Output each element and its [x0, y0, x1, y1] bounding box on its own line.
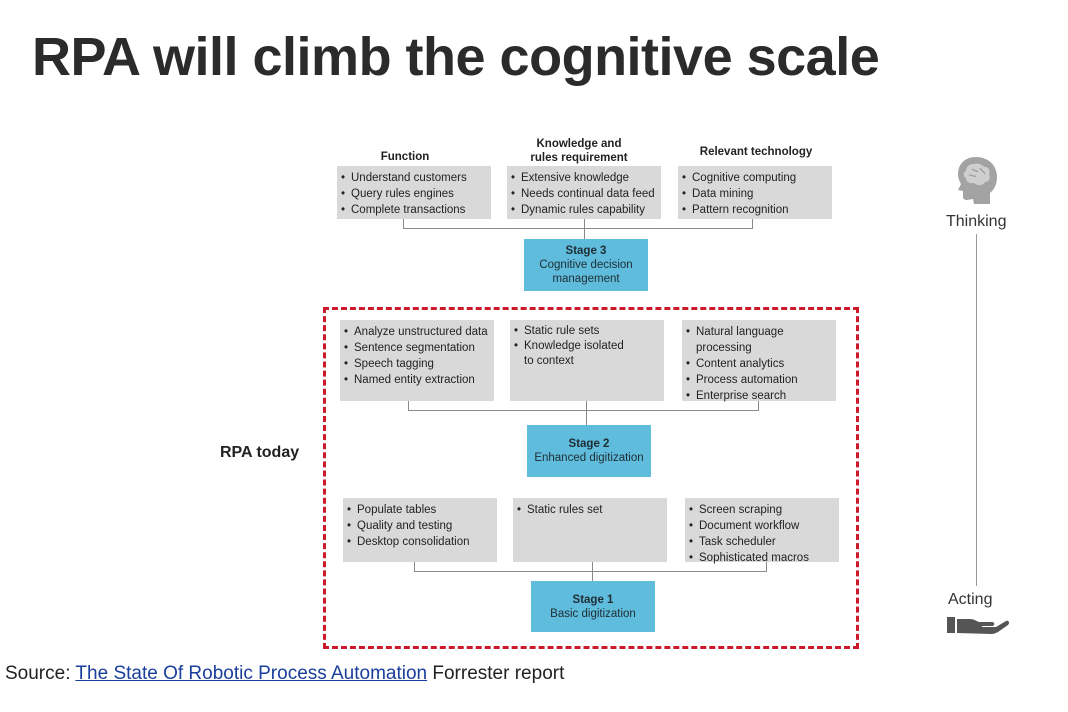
stage1-subtitle: Basic digitization [550, 607, 636, 620]
list-item-line: processing [696, 342, 752, 354]
stage2-title: Stage 2 [568, 438, 610, 450]
rpa-today-region [323, 307, 859, 649]
list-item: Needs continual data feed [511, 186, 657, 202]
stage2-subtitle: Enhanced digitization [534, 452, 644, 464]
stage1-function-box: Populate tables Quality and testing Desk… [343, 498, 497, 562]
connector-line [584, 219, 585, 239]
list-item: Analyze unstructured data [344, 324, 490, 340]
list-item-line: to context [524, 355, 574, 367]
stage2-function-box: Analyze unstructured data Sentence segme… [340, 320, 494, 401]
scale-line [976, 234, 977, 586]
thinking-label: Thinking [946, 213, 1007, 230]
list-item: Desktop consolidation [347, 534, 493, 550]
stage1-box: Stage 1 Basic digitization [531, 581, 655, 632]
list-item: Knowledge isolated to context [514, 339, 660, 369]
source-report-link[interactable]: The State Of Robotic Process Automation [75, 663, 428, 684]
column-header-knowledge-line1: Knowledge and [536, 138, 622, 150]
list-item: Sentence segmentation [344, 340, 490, 356]
stage3-subtitle-line1: Cognitive decision [539, 259, 633, 271]
column-header-function: Function [380, 151, 430, 163]
list-item: Screen scraping [689, 502, 835, 518]
head-brain-icon [950, 153, 1002, 205]
connector-line [586, 401, 587, 425]
list-item: Pattern recognition [682, 202, 828, 218]
source-citation: Source: The State Of Robotic Process Aut… [5, 663, 564, 685]
list-item: Named entity extraction [344, 372, 490, 388]
list-item: Static rule sets [514, 324, 660, 339]
list-item: Complete transactions [341, 202, 487, 218]
connector-line [766, 562, 767, 571]
list-item: Sophisticated macros [689, 550, 835, 566]
list-item: Static rules set [517, 502, 663, 518]
page-title: RPA will climb the cognitive scale [32, 27, 880, 87]
list-item: Dynamic rules capability [511, 202, 657, 218]
source-suffix: Forrester report [427, 663, 565, 684]
list-item: Speech tagging [344, 356, 490, 372]
stage1-technology-box: Screen scraping Document workflow Task s… [685, 498, 839, 566]
list-item-line: Knowledge isolated [524, 340, 624, 352]
list-item: Content analytics [686, 356, 832, 372]
list-item: Quality and testing [347, 518, 493, 534]
connector-line [403, 228, 753, 229]
list-item: Cognitive computing [682, 170, 828, 186]
stage3-function-box: Understand customers Query rules engines… [337, 166, 491, 219]
list-item: Query rules engines [341, 186, 487, 202]
stage1-title: Stage 1 [572, 593, 614, 606]
list-item: Natural language processing [686, 324, 832, 356]
connector-line [752, 219, 753, 228]
hand-icon [946, 612, 1010, 636]
stage3-box: Stage 3 Cognitive decision management [524, 239, 648, 291]
connector-line [758, 401, 759, 410]
column-header-technology: Relevant technology [699, 146, 813, 158]
acting-label: Acting [948, 591, 993, 608]
connector-line [408, 401, 409, 410]
stage1-knowledge-box: Static rules set [513, 498, 667, 562]
connector-line [414, 562, 415, 571]
connector-line [414, 571, 767, 572]
stage2-knowledge-box: Static rule sets Knowledge isolated to c… [510, 320, 664, 401]
stage3-knowledge-box: Extensive knowledge Needs continual data… [507, 166, 661, 219]
list-item: Understand customers [341, 170, 487, 186]
list-item: Process automation [686, 372, 832, 388]
connector-line [403, 219, 404, 228]
connector-line [408, 410, 759, 411]
source-prefix: Source: [5, 663, 76, 684]
column-header-knowledge-line2: rules requirement [530, 152, 628, 164]
list-item: Enterprise search [686, 388, 832, 404]
stage2-box: Stage 2 Enhanced digitization [527, 425, 651, 477]
list-item: Task scheduler [689, 534, 835, 550]
stage3-title: Stage 3 [565, 245, 607, 257]
list-item: Populate tables [347, 502, 493, 518]
rpa-today-label: RPA today [220, 444, 300, 461]
stage3-subtitle-line2: management [552, 273, 620, 285]
column-header-knowledge: Knowledge and rules requirement [509, 137, 649, 165]
list-item: Extensive knowledge [511, 170, 657, 186]
list-item: Document workflow [689, 518, 835, 534]
stage2-technology-box: Natural language processing Content anal… [682, 320, 836, 404]
list-item: Data mining [682, 186, 828, 202]
stage3-technology-box: Cognitive computing Data mining Pattern … [678, 166, 832, 219]
list-item-line: Natural language [696, 326, 784, 338]
